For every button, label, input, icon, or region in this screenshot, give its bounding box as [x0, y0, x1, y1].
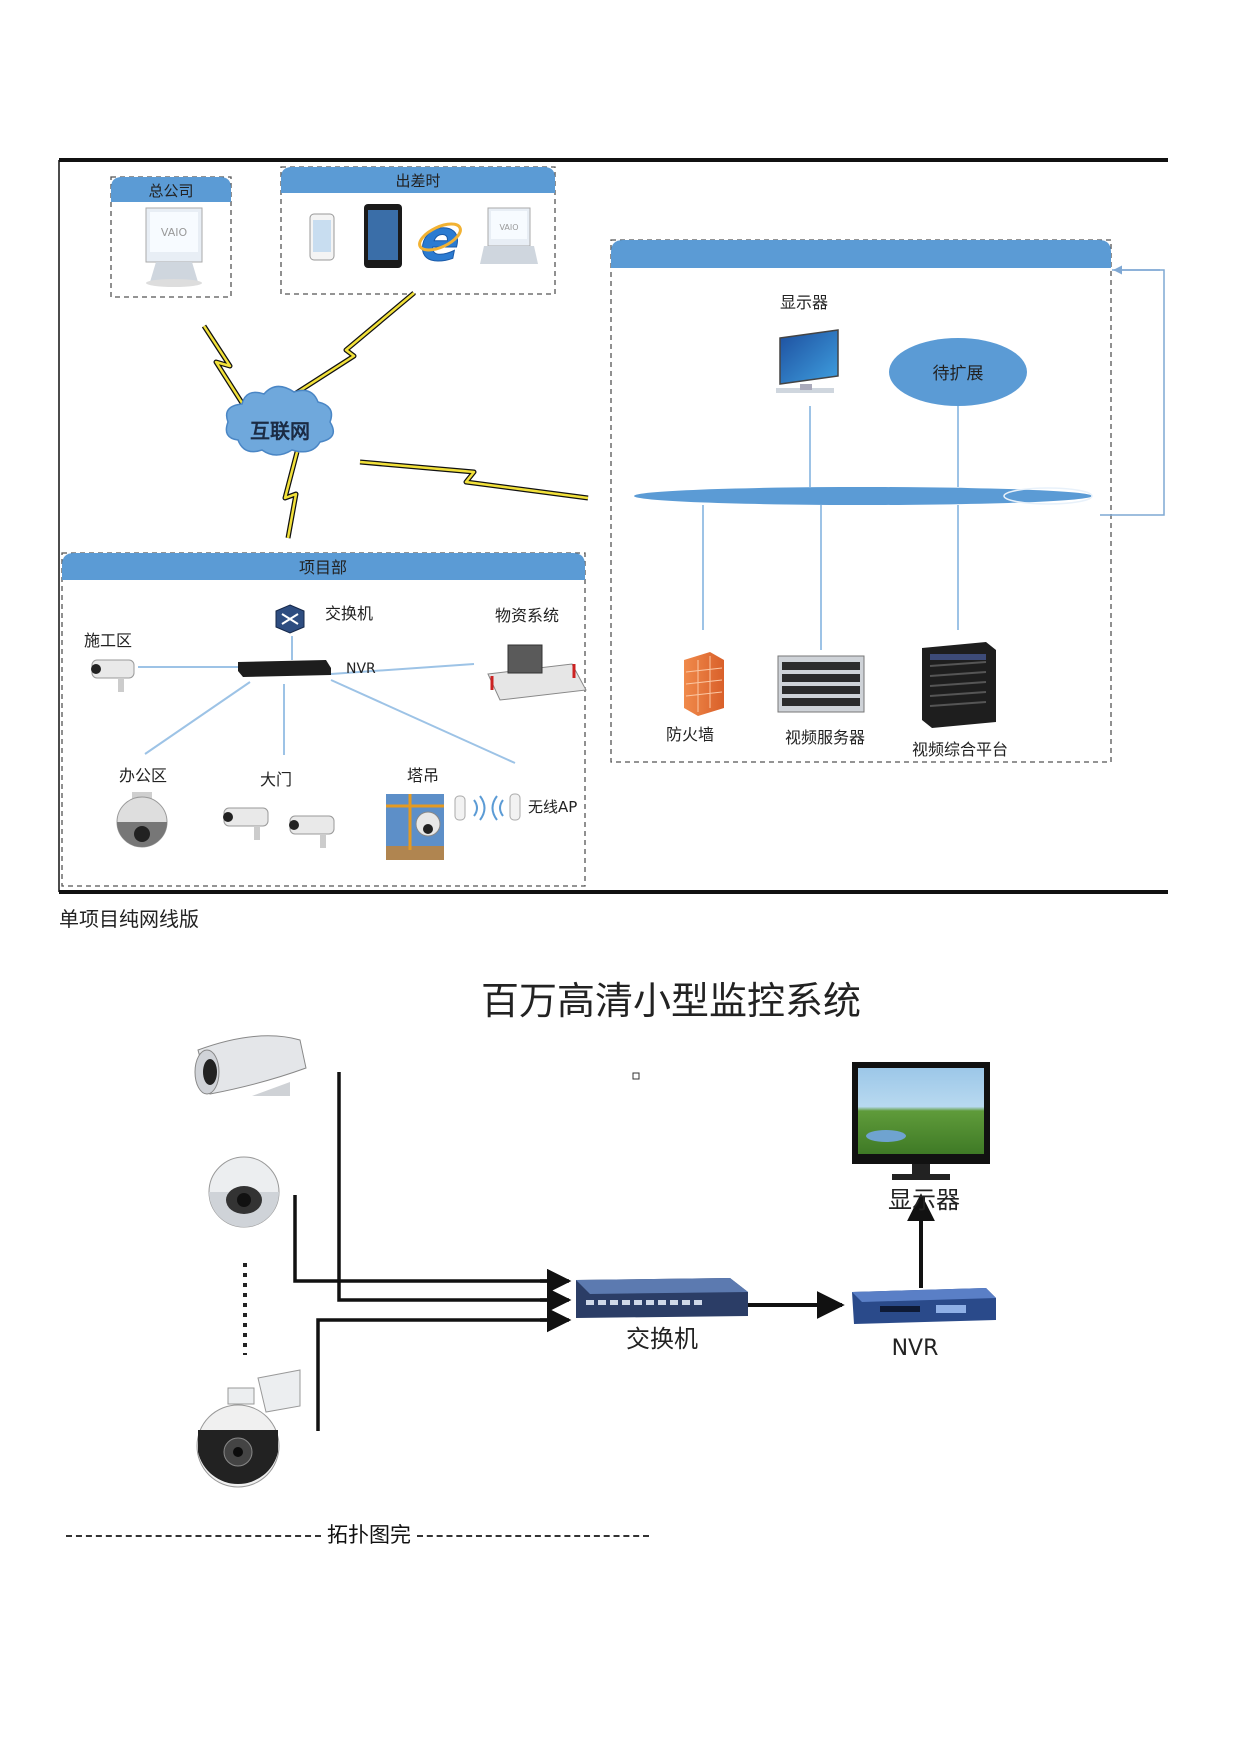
head-office-header — [111, 177, 231, 202]
smartphone-icon — [309, 213, 335, 261]
footer-rule-right — [417, 1535, 649, 1537]
business-trip-header — [281, 167, 555, 193]
internet-cloud-icon: 互联网 — [225, 385, 335, 456]
desktop-computer-icon: VAIO — [145, 207, 203, 287]
caption: 单项目纯网线版 — [59, 907, 199, 931]
video-server-icon — [777, 655, 865, 713]
svg-text:VAIO: VAIO — [499, 223, 518, 232]
switch2-label: 交换机 — [626, 1325, 698, 1353]
network-bus — [634, 487, 1093, 505]
dome-camera-icon — [208, 1156, 280, 1228]
monitor2-label: 显示器 — [888, 1186, 960, 1214]
lcd-monitor-icon — [852, 1062, 990, 1180]
internet-label: 互联网 — [250, 419, 310, 443]
monitor-label: 显示器 — [780, 293, 828, 312]
wireless-ap-icon — [454, 793, 521, 821]
bullet-camera-icon — [223, 807, 269, 840]
svg-text:e: e — [420, 206, 459, 274]
monitor-icon — [776, 329, 839, 393]
lightning-link — [202, 325, 246, 407]
video-server-label: 视频服务器 — [785, 728, 865, 747]
head-office-group: 总公司 VAIO — [110, 176, 232, 298]
loop-connector — [1100, 269, 1165, 516]
network-switch-icon — [576, 1278, 748, 1318]
footer-text: 拓扑图完 — [327, 1523, 411, 1547]
lightning-link — [275, 292, 415, 408]
central-platform-group: 显示器 待扩展 防火墙 — [610, 239, 1165, 763]
firewall-label: 防火墙 — [666, 725, 714, 744]
nvr2-label: NVR — [892, 1336, 939, 1361]
small-square — [632, 1072, 640, 1080]
switch-label: 交换机 — [325, 604, 373, 623]
diagram-surveillance-system: 百万高清小型监控系统 — [194, 979, 996, 1488]
construction-area-label: 施工区 — [84, 631, 132, 650]
wireless-links — [201, 291, 589, 539]
nvr-device-icon — [238, 660, 331, 677]
nvr-recorder-icon — [852, 1288, 996, 1324]
business-trip-label: 出差时 — [395, 172, 440, 190]
browser-ie-icon: e — [418, 206, 462, 275]
footer-rule-left — [66, 1535, 321, 1537]
central-platform-header — [611, 240, 1111, 268]
tower-crane-label: 塔吊 — [407, 766, 439, 785]
ptz-camera-icon — [196, 1369, 301, 1488]
gate-label: 大门 — [260, 770, 292, 789]
bullet-camera-icon — [289, 815, 335, 848]
material-system-label: 物资系统 — [495, 606, 559, 625]
project-dept-group: 项目部 交换机 物资系统 施工区 — [61, 552, 587, 887]
expand-label: 待扩展 — [933, 364, 984, 384]
head-office-label: 总公司 — [148, 182, 193, 200]
expand-node: 待扩展 — [889, 338, 1027, 406]
lightning-link — [283, 451, 299, 539]
tablet-icon — [364, 204, 402, 268]
switch-cube-icon — [275, 604, 305, 634]
firewall-icon — [684, 652, 724, 716]
laptop-icon: VAIO — [480, 207, 538, 264]
lightning-link — [359, 460, 589, 500]
svg-text:VAIO: VAIO — [161, 226, 188, 239]
tower-crane-camera-icon — [386, 794, 444, 860]
material-system-icon — [487, 644, 587, 701]
diagram-network-topology: 总公司 VAIO 出差时 e — [58, 158, 1168, 894]
office-area-label: 办公区 — [119, 766, 167, 785]
diagram2-title: 百万高清小型监控系统 — [481, 979, 861, 1023]
project-dept-label: 项目部 — [299, 558, 347, 577]
video-platform-icon — [922, 642, 996, 728]
footer-line: 拓扑图完 — [60, 1519, 655, 1549]
dome-camera-icon — [116, 792, 168, 848]
bullet-camera-icon — [194, 1035, 307, 1096]
project-dept-header — [62, 553, 585, 580]
wireless-ap-label: 无线AP — [528, 798, 577, 816]
business-trip-group: 出差时 e VAIO — [280, 166, 556, 295]
bullet-camera-icon — [91, 659, 135, 692]
camera-cables — [293, 1072, 566, 1431]
video-platform-label: 视频综合平台 — [912, 740, 1008, 759]
nvr-label: NVR — [346, 661, 376, 677]
